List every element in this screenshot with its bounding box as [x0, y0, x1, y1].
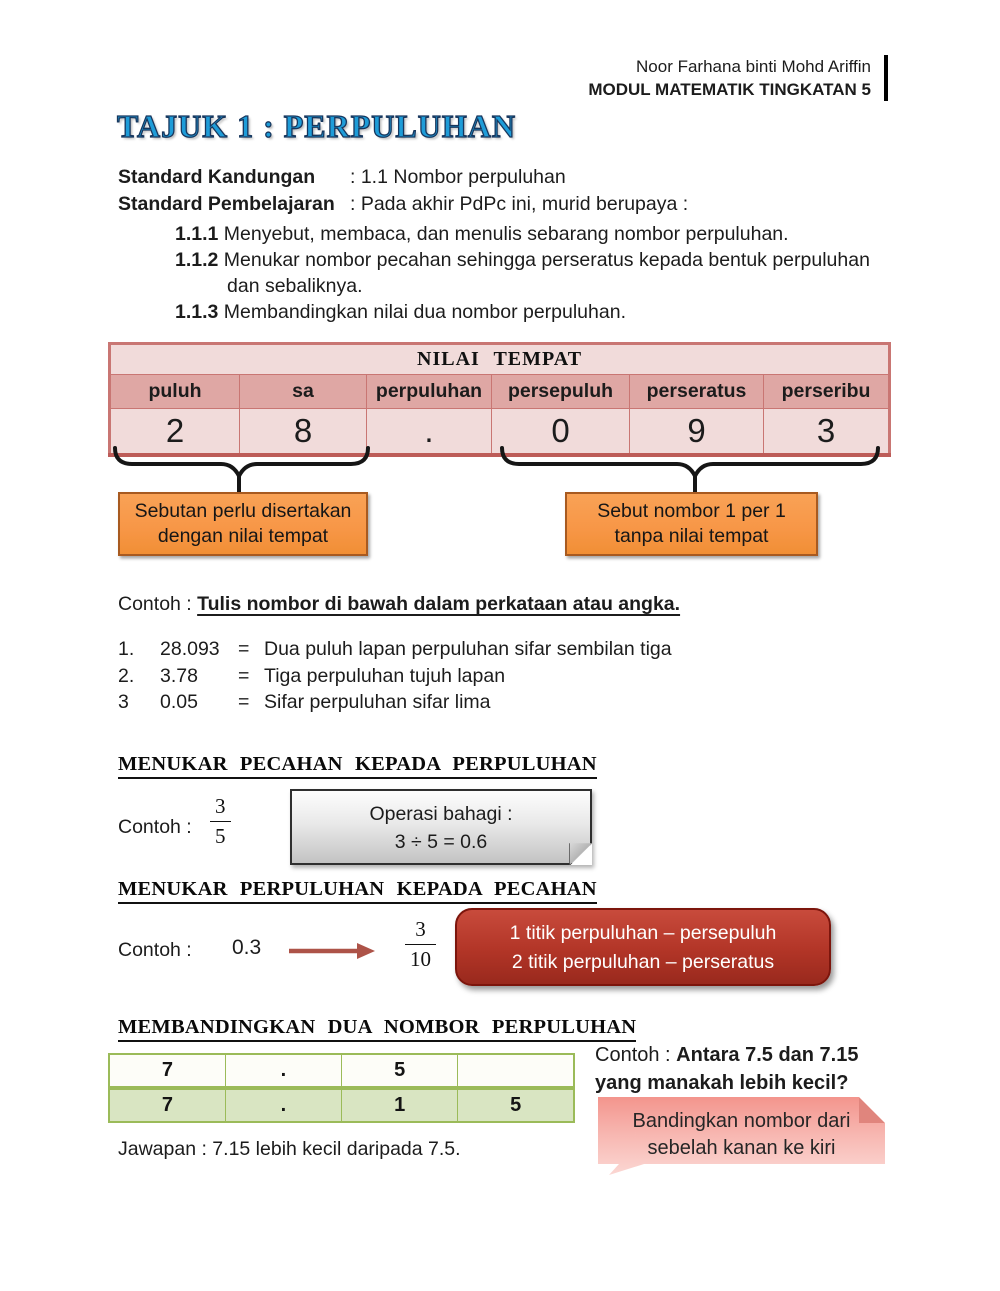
numerator: 3	[215, 794, 226, 818]
digit-cell	[457, 1053, 575, 1088]
objective-item: 1.1.2 Menukar nombor pecahan sehingga pe…	[175, 248, 900, 299]
column-header: persepuluh	[491, 374, 630, 409]
standard-kandungan-label: Standard Kandungan	[118, 166, 316, 188]
item-words: Dua puluh lapan perpuluhan sifar sembila…	[264, 638, 672, 660]
right-note-callout: Sebut nombor 1 per 1 tanpa nilai tempat	[565, 492, 818, 556]
item-words: Tiga perpuluhan tujuh lapan	[264, 664, 506, 687]
digit-cell: 3	[762, 408, 891, 457]
table-value-row: 2 8 . 0 9 3	[109, 408, 891, 457]
item-number: 3	[118, 691, 129, 713]
section-heading-compare: MEMBANDINGKAN DUA NOMBOR PERPULUHAN	[118, 1016, 637, 1042]
note-line1: 1 titik perpuluhan – persepuluh	[509, 922, 777, 944]
digit-cell: 8	[239, 408, 367, 457]
standard-pembelajaran-value: : Pada akhir PdPc ini, murid berupaya :	[350, 192, 689, 215]
column-header: perpuluhan	[366, 374, 492, 409]
note-line2: 2 titik perpuluhan – perseratus	[511, 951, 775, 973]
division-note-callout: Operasi bahagi : 3 ÷ 5 = 0.6	[290, 789, 593, 866]
left-note-text: Sebutan perlu disertakan dengan nilai te…	[134, 500, 352, 547]
learning-objectives: 1.1.1 Menyebut, membaca, dan menulis seb…	[175, 222, 900, 326]
objective-text: Menyebut, membaca, dan menulis sebarang …	[223, 223, 789, 245]
standard-pembelajaran-label: Standard Pembelajaran	[118, 192, 335, 215]
page-title: TAJUK 1 : PERPULUHAN	[116, 107, 516, 144]
module-title: MODUL MATEMATIK TINGKATAN 5	[588, 80, 871, 99]
decimal-places-note-callout: 1 titik perpuluhan – persepuluh 2 titik …	[455, 908, 831, 986]
equals-sign: =	[238, 638, 250, 660]
author-name: Noor Farhana binti Mohd Ariffin	[636, 57, 871, 76]
digit-cell: 5	[457, 1088, 575, 1123]
section-heading-decimal-to-fraction: MENUKAR PERPULUHAN KEPADA PECAHAN	[118, 878, 597, 904]
folded-corner	[859, 1097, 885, 1123]
write-examples-list: 1. 28.093 = Dua puluh lapan perpuluhan s…	[118, 636, 672, 716]
decimal-point-cell: .	[224, 1053, 343, 1088]
item-value: 0.05	[160, 691, 198, 713]
compare-table-row1: 7 . 5	[108, 1053, 575, 1088]
section-heading-fraction-to-decimal: MENUKAR PECAHAN KEPADA PERPULUHAN	[118, 753, 597, 779]
contoh-label: Contoh :	[118, 939, 192, 961]
denominator: 5	[210, 821, 231, 849]
column-header: sa	[239, 374, 367, 409]
digit-cell: 7	[108, 1053, 226, 1088]
objective-number: 1.1.3	[175, 300, 219, 323]
digit-cell: 5	[340, 1053, 459, 1088]
item-number: 2.	[118, 664, 135, 687]
equals-sign: =	[238, 691, 250, 713]
left-note-callout: Sebutan perlu disertakan dengan nilai te…	[118, 492, 368, 556]
note-line1: Operasi bahagi :	[369, 803, 513, 825]
decimal-point-cell: .	[224, 1088, 343, 1123]
compare-question-part2: yang manakah lebih kecil?	[595, 1072, 849, 1094]
table-header-row: puluh sa perpuluhan persepuluh perseratu…	[109, 374, 891, 409]
standard-kandungan-value: : 1.1 Nombor perpuluhan	[350, 166, 566, 188]
place-value-table: NILAI TEMPAT puluh sa perpuluhan persepu…	[108, 342, 892, 457]
fraction-three-fifths: 3 5	[210, 794, 231, 849]
equals-sign: =	[238, 664, 250, 687]
compare-hint-callout: Bandingkan nombor dari sebelah kanan ke …	[598, 1097, 885, 1175]
standards-block: Standard Kandungan : 1.1 Nombor perpuluh…	[118, 164, 688, 217]
right-arrow-icon	[289, 943, 375, 959]
left-brace	[113, 446, 370, 481]
item-value: 28.093	[160, 638, 220, 660]
decimal-value: 0.3	[232, 936, 262, 959]
objective-text: Menukar nombor pecahan sehingga perserat…	[223, 249, 870, 297]
numerator: 3	[415, 917, 426, 941]
objective-number: 1.1.2	[175, 249, 219, 271]
answer-text: Jawapan : 7.15 lebih kecil daripada 7.5.	[118, 1138, 461, 1160]
digit-cell: 7	[108, 1088, 226, 1123]
digit-cell: 9	[629, 408, 764, 457]
digit-cell: .	[366, 408, 492, 457]
column-header: puluh	[109, 374, 240, 409]
fraction-three-tenths: 3 10	[405, 917, 436, 972]
contoh-prefix: Contoh :	[118, 593, 198, 615]
objective-text: Membandingkan nilai dua nombor perpuluha…	[223, 300, 626, 323]
column-header: perseratus	[629, 374, 764, 409]
table-title: NILAI TEMPAT	[108, 343, 891, 375]
objective-item: 1.1.3 Membandingkan nilai dua nombor per…	[175, 300, 900, 326]
table-title-row: NILAI TEMPAT	[108, 343, 891, 375]
write-examples-heading: Contoh : Tulis nombor di bawah dalam per…	[118, 593, 680, 616]
compare-table-row2: 7 . 1 5	[108, 1088, 575, 1123]
compare-contoh-text: Contoh : Antara 7.5 dan 7.15 yang manaka…	[595, 1041, 900, 1097]
contoh-instruction: Tulis nombor di bawah dalam perkataan at…	[197, 593, 681, 615]
digit-cell: 1	[340, 1088, 459, 1123]
note-line2: 3 ÷ 5 = 0.6	[394, 831, 488, 853]
standard-pembelajaran-row: Standard Pembelajaran : Pada akhir PdPc …	[118, 191, 688, 218]
denominator: 10	[405, 944, 436, 972]
digit-cell: 0	[491, 408, 630, 457]
objective-item: 1.1.1 Menyebut, membaca, dan menulis seb…	[175, 222, 900, 248]
standard-kandungan-row: Standard Kandungan : 1.1 Nombor perpuluh…	[118, 164, 688, 191]
item-value: 3.78	[160, 664, 198, 687]
right-note-text: Sebut nombor 1 per 1 tanpa nilai tempat	[597, 500, 786, 547]
document-header: Noor Farhana binti Mohd Ariffin MODUL MA…	[588, 55, 888, 101]
column-header: perseribu	[762, 374, 891, 409]
right-brace	[500, 446, 880, 481]
digit-cell: 2	[109, 408, 240, 457]
brace-annotations	[113, 446, 880, 495]
hint-text: Bandingkan nombor dari sebelah kanan ke …	[632, 1110, 851, 1159]
item-number: 1.	[118, 638, 135, 660]
compare-question-part1: Antara 7.5 dan 7.15	[676, 1044, 859, 1066]
contoh-label: Contoh :	[118, 816, 192, 838]
item-words: Sifar perpuluhan sifar lima	[264, 691, 491, 713]
objective-number: 1.1.1	[175, 223, 219, 245]
contoh-prefix: Contoh :	[595, 1044, 677, 1066]
